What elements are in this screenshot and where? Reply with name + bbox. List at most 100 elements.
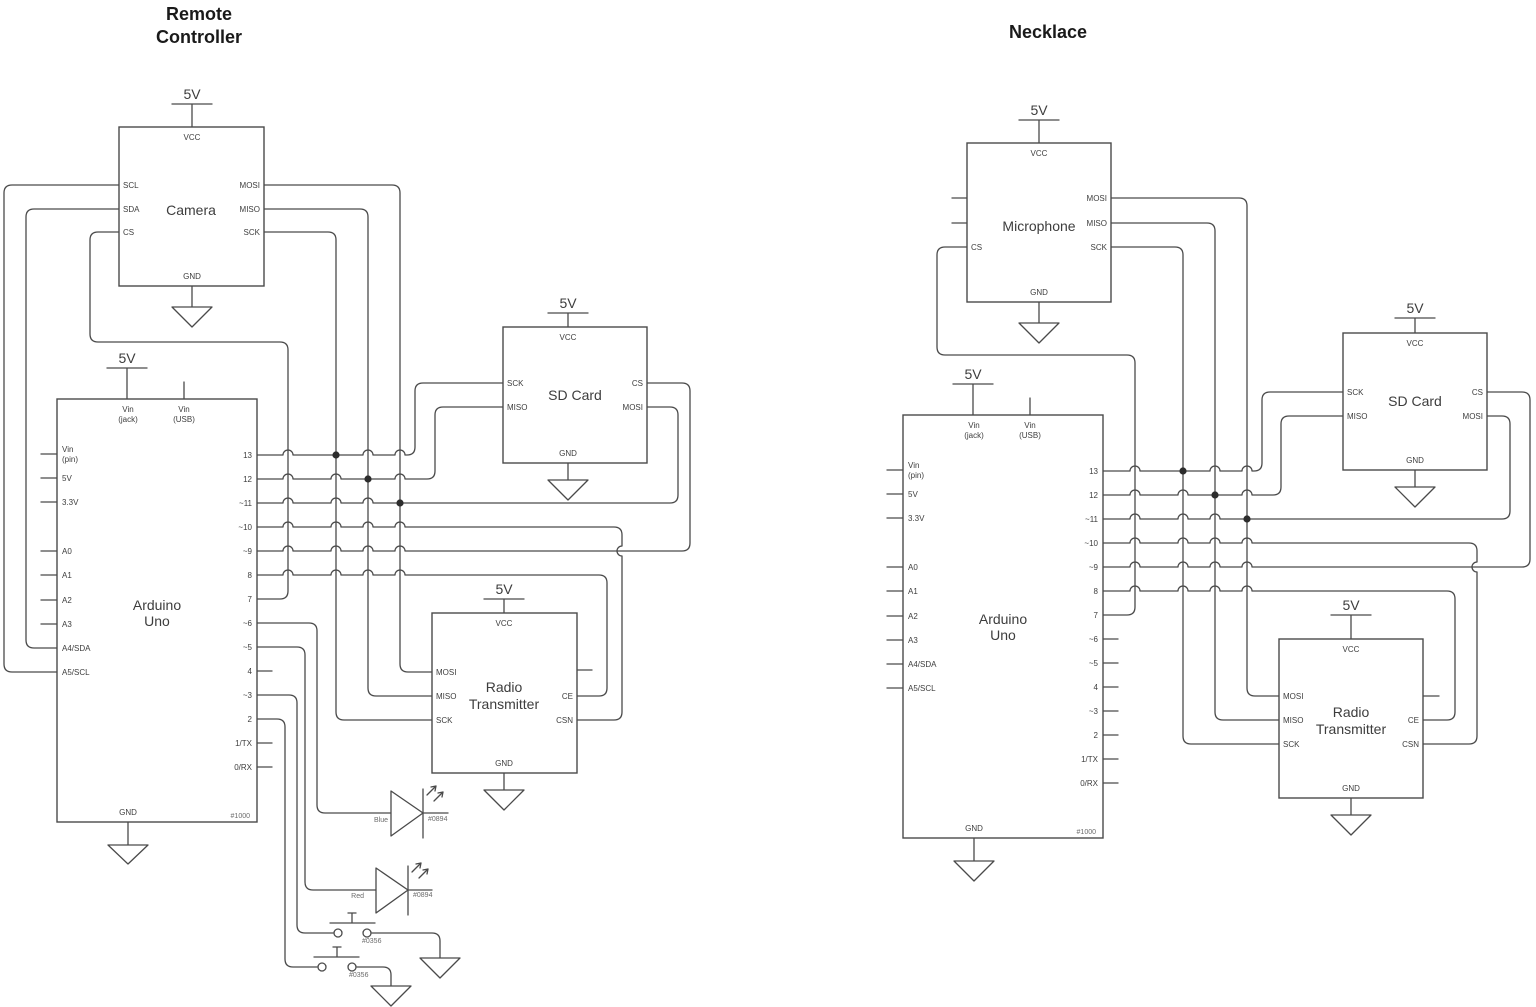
led-color-label: Blue — [374, 817, 388, 824]
wire-camera-sda-a4sda — [25, 208, 120, 649]
wire-pin13-sdcard-sck — [1102, 391, 1344, 472]
sdcard-gnd-pin: GND — [559, 449, 577, 458]
camera-cs-pin: CS — [123, 228, 134, 237]
ground-icon — [483, 789, 525, 811]
arduino-vinpin-pin: Vin — [908, 461, 919, 470]
wire-mic-sck-bus — [1110, 246, 1280, 745]
radio-gnd-pin: GND — [1342, 784, 1360, 793]
sdcard-mosi-pin: MOSI — [1463, 412, 1483, 421]
ground-icon — [107, 844, 149, 865]
arduino-label2: Uno — [144, 613, 170, 629]
ground-icon — [547, 479, 589, 501]
wire-pin9-sdcard-cs — [1102, 391, 1531, 568]
sdcard-cs-pin: CS — [1472, 388, 1483, 397]
arduino-part-number: #1000 — [231, 813, 251, 820]
arduino-a2-pin: A2 — [62, 596, 72, 605]
arduino-d13-pin: 13 — [243, 451, 252, 460]
button-part-number: #0356 — [362, 938, 382, 945]
sdcard-sck-pin: SCK — [1347, 388, 1364, 397]
left-title-line1: Remote — [166, 4, 232, 24]
arduino-vinjack-pin: Vin — [968, 421, 979, 430]
camera-sck-pin: SCK — [244, 228, 261, 237]
radio-block-left: 5V VCC GND MOSI MISO SCK CE CSN Radio Tr… — [431, 581, 578, 774]
wire-pin10-radio-csn — [256, 521, 623, 721]
camera-vcc-pin: VCC — [184, 133, 201, 142]
necklace-circuit: Necklace 5V VCC GND CS — [886, 22, 1531, 882]
arduino-block-left: 5V Vin (jack) Vin (USB) Vin (pin) 5V 3.3… — [56, 350, 258, 823]
arduino-d0-pin: 0/RX — [234, 763, 252, 772]
sdcard-block-left: 5V VCC GND SCK MISO CS MOSI SD Card — [502, 295, 648, 464]
arduino-d0-pin: 0/RX — [1080, 779, 1098, 788]
arduino-gnd-pin: GND — [119, 808, 137, 817]
arduino-label: Arduino — [133, 597, 181, 613]
led-cathode — [407, 865, 433, 916]
wire-pin9-sdcard-cs — [256, 382, 691, 552]
supply-5v-label: 5V — [1342, 597, 1360, 613]
junction-dot — [332, 451, 340, 459]
camera-scl-pin: SCL — [123, 181, 139, 190]
supply-wires-right — [952, 119, 1436, 640]
radio-ce-pin: CE — [1408, 716, 1419, 725]
wire-pin13-sdcard-sck — [256, 382, 504, 456]
led-triangle-icon — [375, 867, 409, 914]
arduino-vinjack-pin2: (jack) — [964, 431, 984, 440]
ground-icon — [1018, 322, 1060, 344]
arduino-d6-pin: ~6 — [1089, 635, 1099, 644]
mic-vcc-pin: VCC — [1031, 149, 1048, 158]
led-triangle-icon — [390, 790, 424, 837]
radio-sck-pin: SCK — [1283, 740, 1300, 749]
radio-vcc-pin: VCC — [496, 619, 513, 628]
arduino-part-number: #1000 — [1077, 829, 1097, 836]
button-terminal — [333, 928, 343, 938]
arduino-d8-pin: 8 — [1094, 587, 1099, 596]
radio-ce-pin: CE — [562, 692, 573, 701]
arduino-gnd-pin: GND — [965, 824, 983, 833]
sdcard-cs-pin: CS — [632, 379, 643, 388]
button-actuator — [329, 912, 376, 924]
arduino-3v3-pin: 3.3V — [908, 514, 925, 523]
arduino-d1-pin: 1/TX — [235, 739, 253, 748]
wire-button2-gnd — [356, 966, 392, 987]
radio-miso-pin: MISO — [1283, 716, 1303, 725]
supply-5v-label: 5V — [559, 295, 577, 311]
arduino-d4-pin: 4 — [248, 667, 253, 676]
wire-pin12-sdcard-miso — [256, 406, 504, 480]
ground-icon — [419, 957, 461, 979]
arduino-vinjack-pin: Vin — [122, 405, 133, 414]
arduino-a1-pin: A1 — [908, 587, 918, 596]
sdcard-vcc-pin: VCC — [1407, 339, 1424, 348]
supply-5v-label: 5V — [964, 366, 982, 382]
arduino-block-right: 5V Vin (jack) Vin (USB) Vin (pin) 5V 3.3… — [902, 366, 1104, 839]
arduino-d11-pin: ~11 — [239, 499, 253, 508]
arduino-vinusb-pin2: (USB) — [173, 415, 195, 424]
arduino-a4-pin: A4/SDA — [62, 644, 91, 653]
wire-pin2-button2 — [256, 718, 318, 968]
supply-5v-label: 5V — [118, 350, 136, 366]
arduino-d13-pin: 13 — [1089, 467, 1098, 476]
wire-camera-miso-bus — [263, 208, 433, 697]
camera-miso-pin: MISO — [240, 205, 260, 214]
wire-camera-mosi-bus — [263, 184, 433, 673]
arduino-a1-pin: A1 — [62, 571, 72, 580]
arduino-d1-pin: 1/TX — [1081, 755, 1099, 764]
mic-sck-pin: SCK — [1091, 243, 1108, 252]
button-actuator — [313, 946, 360, 958]
radio-csn-pin: CSN — [556, 716, 573, 725]
arduino-vinusb-pin: Vin — [178, 405, 189, 414]
wire-mic-mosi-bus — [1110, 197, 1280, 697]
stubs-right-arduino — [886, 197, 1440, 784]
arduino-vinusb-pin2: (USB) — [1019, 431, 1041, 440]
arduino-d3-pin: ~3 — [243, 691, 253, 700]
microphone-box — [966, 142, 1112, 303]
sdcard-miso-pin: MISO — [1347, 412, 1367, 421]
button-part-number: #0356 — [349, 972, 369, 979]
arduino-a4-pin: A4/SDA — [908, 660, 937, 669]
sdcard-gnd-pin: GND — [1406, 456, 1424, 465]
led-arrows-icon — [411, 862, 429, 879]
wire-camera-sck-bus — [263, 231, 433, 721]
sdcard-box — [502, 326, 648, 464]
sdcard-miso-pin: MISO — [507, 403, 527, 412]
ground-icon — [370, 985, 412, 1007]
radio-miso-pin: MISO — [436, 692, 456, 701]
arduino-d3-pin: ~3 — [1089, 707, 1099, 716]
